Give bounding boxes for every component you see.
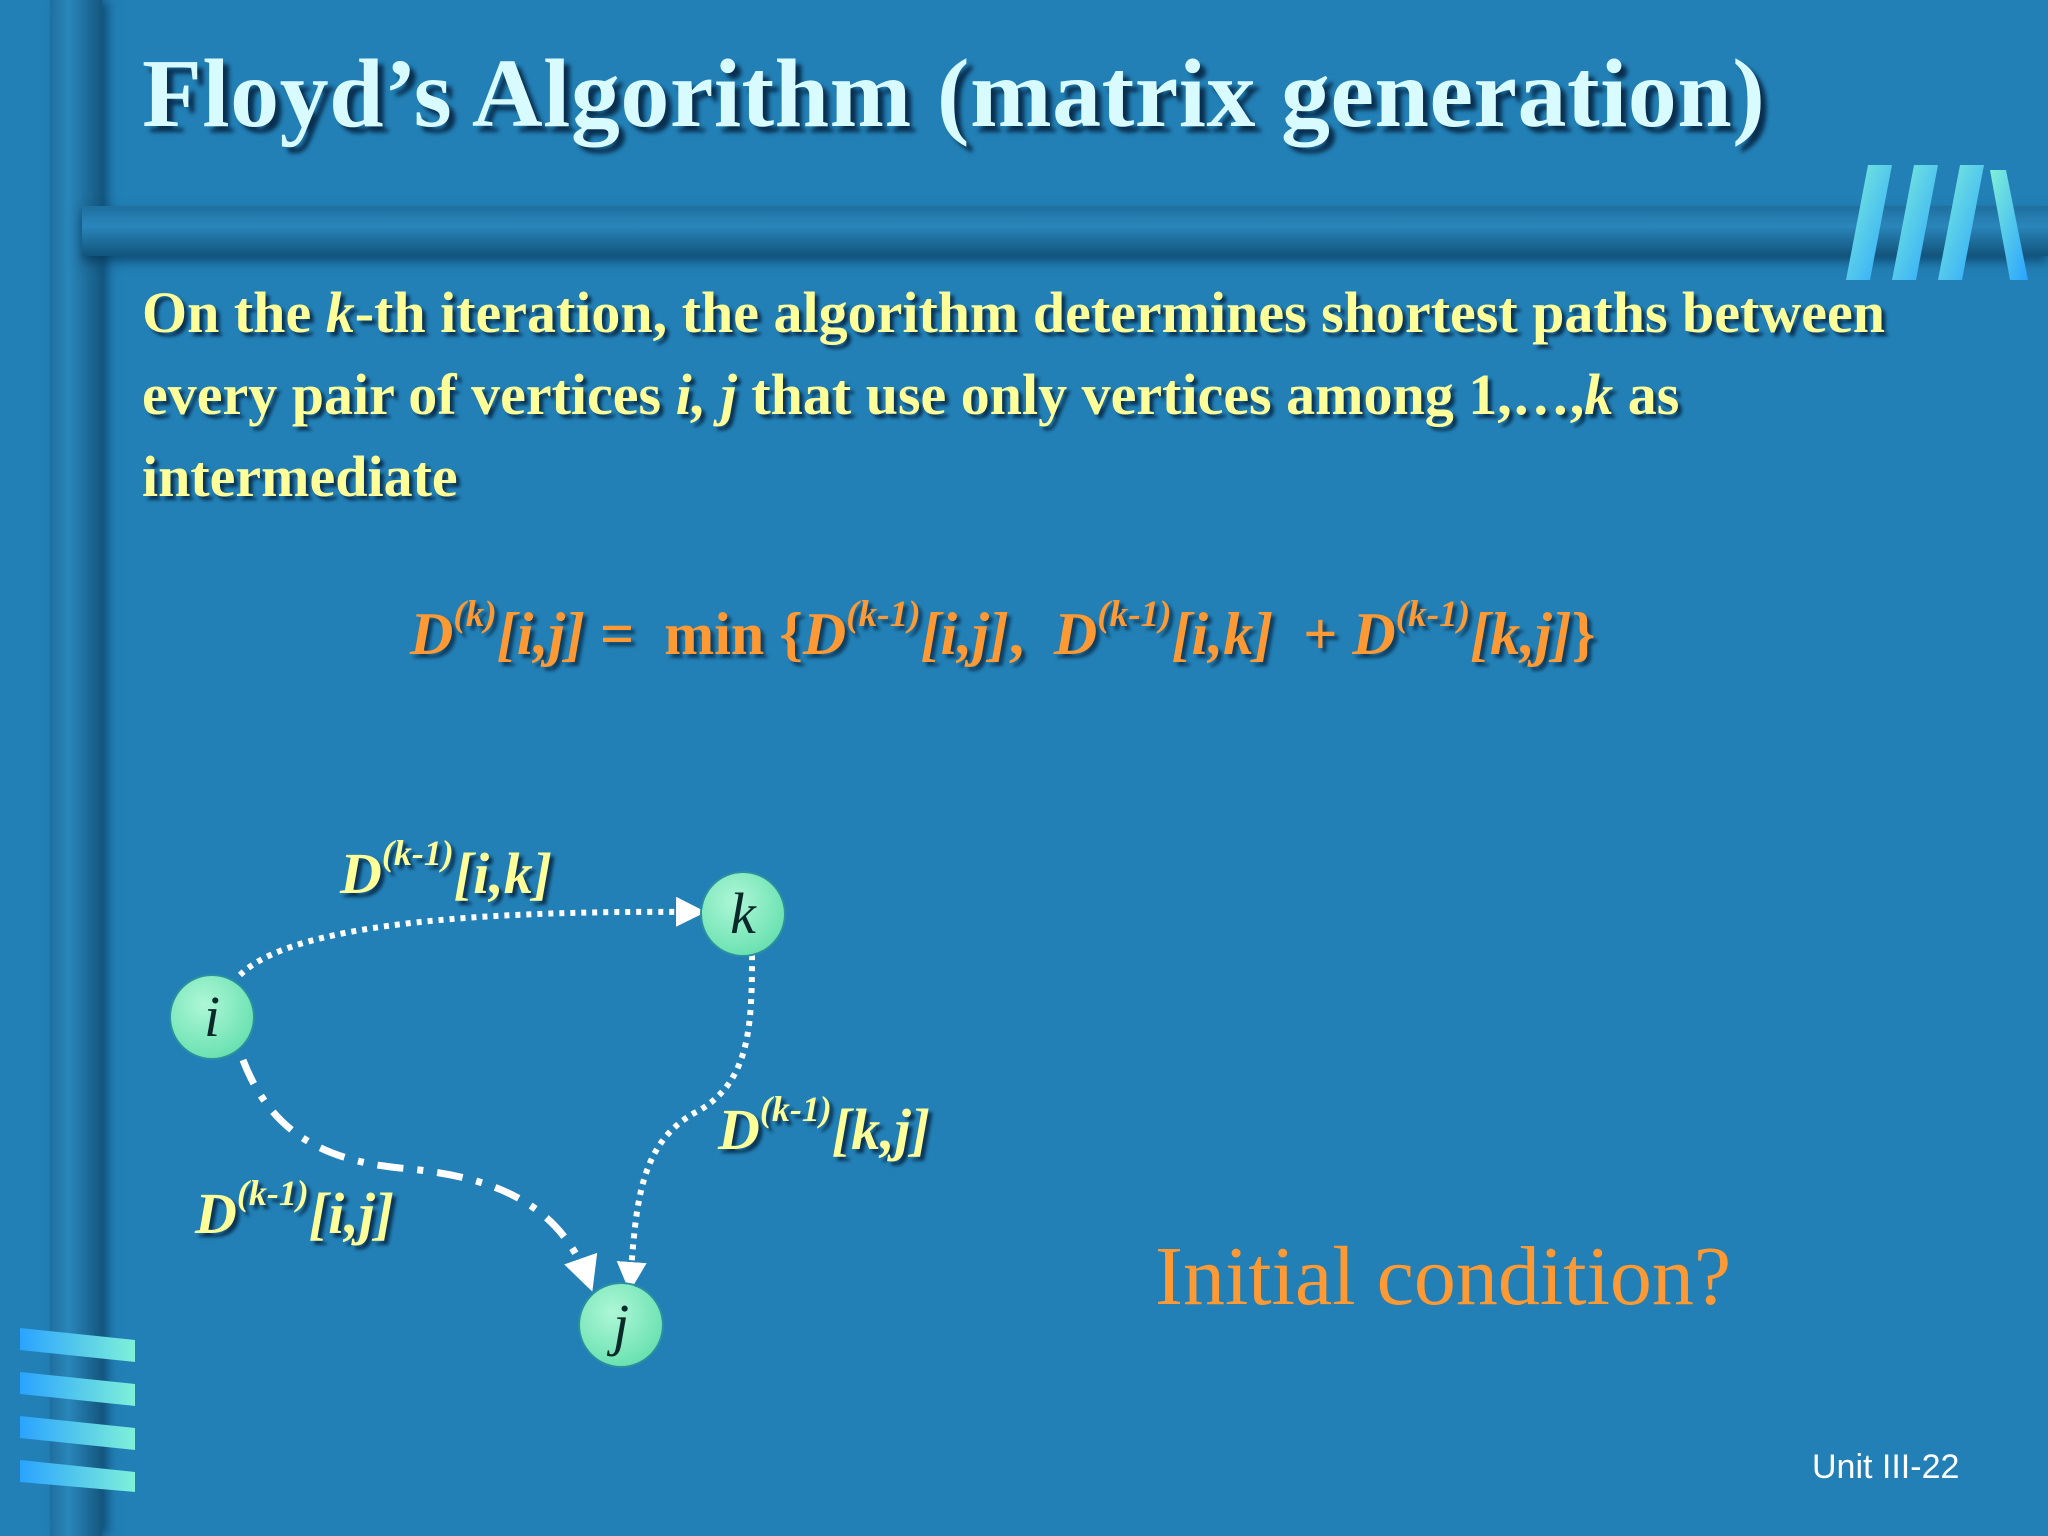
formula-d: D: [802, 601, 847, 667]
formula-d: D: [1053, 601, 1098, 667]
label-kj-index: [k,j]: [831, 1097, 931, 1162]
vertex-j: j: [580, 1284, 662, 1366]
description-paragraph: On the k-th iteration, the algorithm det…: [142, 272, 1972, 518]
edge-label-ij: D(k-1)[i,j]: [195, 1176, 395, 1247]
paragraph-k-1: k: [325, 280, 355, 345]
formula-index-ij: [i,j]: [496, 601, 586, 667]
slide-number: Unit III-22: [1812, 1448, 1960, 1486]
formula-sup-km1: (k-1): [1097, 593, 1172, 635]
stripes-logo-top-icon: [1846, 165, 2028, 280]
left-frame-bar: [50, 0, 102, 1536]
label-ik-sup: (k-1): [381, 833, 454, 874]
vertex-i: i: [171, 976, 253, 1058]
formula-index-kj: [k,j]: [1470, 601, 1572, 667]
title-divider-bar: [82, 206, 2048, 256]
initial-condition-question: Initial condition?: [1155, 1230, 1732, 1323]
label-ij-d: D: [195, 1181, 237, 1246]
paragraph-text-2: -th iteration, the algorithm determines …: [142, 280, 1886, 427]
formula-close: }: [1571, 601, 1596, 667]
vertex-k: k: [702, 873, 784, 955]
formula-d: D: [1352, 601, 1396, 667]
label-kj-sup: (k-1): [759, 1089, 832, 1130]
paragraph-ij: i, j: [675, 362, 737, 427]
edge-k-to-j: [616, 954, 755, 1292]
label-ij-sup: (k-1): [236, 1173, 309, 1214]
formula-sup-km1: (k-1): [1395, 593, 1471, 635]
paragraph-text-3: that use only vertices among 1,…,: [736, 362, 1585, 427]
paragraph-k-2: k: [1584, 362, 1614, 427]
edge-label-ik: D(k-1)[i,k]: [340, 836, 553, 907]
formula-index-ij: [i,j]: [920, 601, 1009, 667]
label-ik-index: [i,k]: [453, 841, 553, 906]
label-kj-d: D: [718, 1097, 760, 1162]
edge-i-to-k: [237, 896, 706, 978]
edge-label-kj: D(k-1)[k,j]: [718, 1092, 931, 1163]
label-ik-d: D: [340, 841, 382, 906]
stripes-logo-bottom-icon: [20, 1328, 135, 1492]
formula-sup-k: (k): [453, 593, 497, 635]
formula-index-ik: [i,k]: [1171, 601, 1274, 667]
label-ij-index: [i,j]: [308, 1181, 395, 1246]
formula-comma: ,: [1008, 601, 1054, 667]
formula-sup-km1: (k-1): [846, 593, 921, 635]
paragraph-text-1: On the: [142, 280, 326, 345]
slide-title: Floyd’s Algorithm (matrix generation): [142, 40, 1766, 148]
edge-i-to-j: [239, 1058, 598, 1292]
formula-d: D: [410, 601, 454, 667]
formula-eq-min: = min {: [585, 601, 803, 667]
recurrence-formula: D(k)[i,j] = min {D(k-1)[i,j], D(k-1)[i,k…: [410, 595, 1596, 669]
formula-plus: +: [1273, 601, 1353, 667]
paragraph-text-4: as intermediate: [142, 362, 1680, 509]
